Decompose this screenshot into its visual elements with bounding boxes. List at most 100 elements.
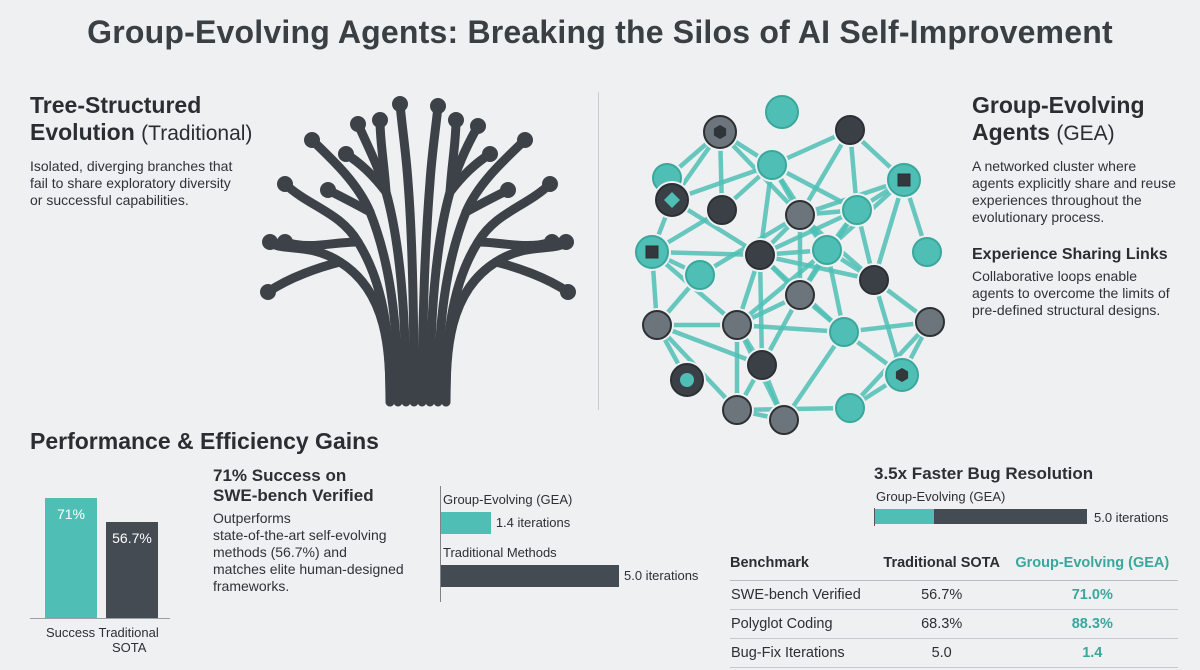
agent-node: [757, 150, 787, 180]
tree-desc-line: fail to share exploratory diversity: [30, 175, 231, 191]
panel-divider: [598, 92, 599, 410]
agent-node: [829, 317, 859, 347]
tree-description: Isolated, diverging branches that fail t…: [30, 158, 232, 209]
agent-node: [912, 237, 942, 267]
table-header: Group-Evolving (GEA): [1006, 552, 1178, 581]
tree-branch: [395, 99, 419, 407]
agent-node: [835, 393, 865, 423]
table-cell: 88.3%: [1006, 609, 1178, 639]
iterations-chart-axis: [440, 486, 441, 602]
success-bar-gea: 71%: [45, 498, 97, 618]
tree-branch-tip: [304, 132, 320, 148]
table-header-row: Benchmark Traditional SOTA Group-Evolvin…: [730, 552, 1178, 581]
performance-heading: Performance & Efficiency Gains: [30, 428, 379, 454]
success-desc-line: methods (56.7%) and: [213, 544, 347, 560]
tree-branch-tip: [558, 234, 574, 250]
table-cell: 71.0%: [1006, 580, 1178, 610]
tree-branch-tip: [430, 98, 446, 114]
gea-heading-suffix: (GEA): [1056, 122, 1115, 145]
iterations-value-traditional: 5.0 iterations: [624, 568, 699, 583]
tree-branch-tip: [470, 118, 486, 134]
gea-desc-line: experiences throughout the: [972, 192, 1142, 208]
success-heading-line: 71% Success on: [213, 466, 347, 485]
bug-bar-value: 5.0 iterations: [1094, 510, 1169, 525]
bug-bar-tick: [874, 508, 875, 526]
tree-branch: [280, 179, 395, 407]
success-chart-baseline: [30, 618, 170, 619]
table-cell: SWE-bench Verified: [730, 580, 877, 610]
tree-heading-suffix: (Traditional): [141, 122, 253, 145]
tree-branch-tip: [542, 176, 558, 192]
tree-branch-tip: [262, 234, 278, 250]
table-row: Polyglot Coding 68.3% 88.3%: [730, 609, 1178, 639]
agent-node: [812, 235, 842, 265]
branching-tree-icon: [260, 96, 576, 407]
agent-node: [842, 195, 872, 225]
agent-node: [859, 265, 889, 295]
table-row: Bug-Fix Iterations 5.0 1.4: [730, 638, 1178, 668]
gea-description: A networked cluster where agents explici…: [972, 158, 1176, 226]
agent-node: [835, 115, 865, 145]
tree-heading-line2-row: Evolution (Traditional): [30, 119, 252, 147]
gea-desc-line: A networked cluster where: [972, 158, 1137, 174]
success-chart-xlabels: Success Traditional SOTA: [46, 625, 159, 655]
gea-desc-line: agents explicitly share and reuse: [972, 175, 1176, 191]
agent-node: [785, 280, 815, 310]
tree-heading: Tree-Structured Evolution (Traditional): [30, 92, 252, 147]
bug-heading: 3.5x Faster Bug Resolution: [874, 464, 1094, 483]
tree-heading-line1: Tree-Structured: [30, 92, 202, 118]
tree-branch-tip: [372, 112, 388, 128]
benchmark-table: Benchmark Traditional SOTA Group-Evolvin…: [730, 552, 1178, 668]
tree-branch-tip: [517, 132, 533, 148]
sharing-desc-line: agents to overcome the limits of: [972, 285, 1170, 301]
table-header: Traditional SOTA: [876, 552, 1007, 581]
success-description: Outperforms state-of-the-art self-evolvi…: [213, 510, 404, 595]
iterations-bar-gea: [441, 512, 491, 534]
tree-branch: [491, 257, 573, 297]
tree-branch-tip: [260, 284, 276, 300]
table-row: SWE-bench Verified 56.7% 71.0%: [730, 580, 1178, 610]
success-bar-traditional-label: 56.7%: [112, 530, 152, 547]
gea-heading-line1: Group-Evolving: [972, 92, 1145, 118]
sharing-link: [734, 322, 847, 335]
success-bar-gea-label: 71%: [56, 506, 86, 522]
bug-bar-fill: [875, 509, 935, 524]
tree-branch: [353, 119, 411, 407]
tree-branch-tip: [544, 234, 560, 250]
success-desc-line: matches elite human-designed: [213, 561, 404, 577]
tree-branch-tip: [392, 96, 408, 112]
tree-branch: [280, 237, 363, 251]
sharing-desc-line: pre-defined structural designs.: [972, 302, 1161, 318]
agent-node: [707, 195, 737, 225]
agent-node: [765, 95, 799, 129]
iterations-bar-traditional: [441, 565, 619, 587]
hexagon-icon: [713, 125, 727, 139]
tree-desc-line: Isolated, diverging branches that: [30, 158, 233, 174]
tree-branch: [473, 237, 557, 251]
sharing-links-heading: Experience Sharing Links: [972, 246, 1168, 263]
sharing-desc-line: Collaborative loops enable: [972, 268, 1137, 284]
sharing-links-description: Collaborative loops enable agents to ove…: [972, 268, 1170, 319]
success-desc-line: frameworks.: [213, 578, 290, 594]
table-cell: Bug-Fix Iterations: [730, 638, 877, 668]
table-header: Benchmark: [730, 552, 877, 581]
tree-branch-tip: [320, 182, 336, 198]
sharing-link: [654, 322, 765, 368]
gea-desc-line: evolutionary process.: [972, 209, 1105, 225]
tree-desc-line: or successful capabilities.: [30, 192, 189, 208]
tree-branch-tip: [277, 176, 293, 192]
table-cell: 56.7%: [876, 580, 1007, 610]
agent-node: [747, 350, 777, 380]
gea-heading-line2-row: Agents (GEA): [972, 119, 1145, 147]
iterations-value-gea: 1.4 iterations: [495, 515, 571, 530]
success-xlabel: Traditional: [98, 625, 159, 640]
tree-branch: [433, 135, 530, 407]
diamond-icon: [664, 192, 680, 208]
agent-node: [722, 310, 752, 340]
square-icon: [897, 173, 911, 187]
table-cell: Polyglot Coding: [730, 609, 877, 639]
success-desc-line: Outperforms: [213, 510, 291, 526]
tree-branch-tip: [482, 146, 498, 162]
gea-heading-line2: Agents: [972, 119, 1050, 145]
table-cell: 5.0: [876, 638, 1007, 668]
